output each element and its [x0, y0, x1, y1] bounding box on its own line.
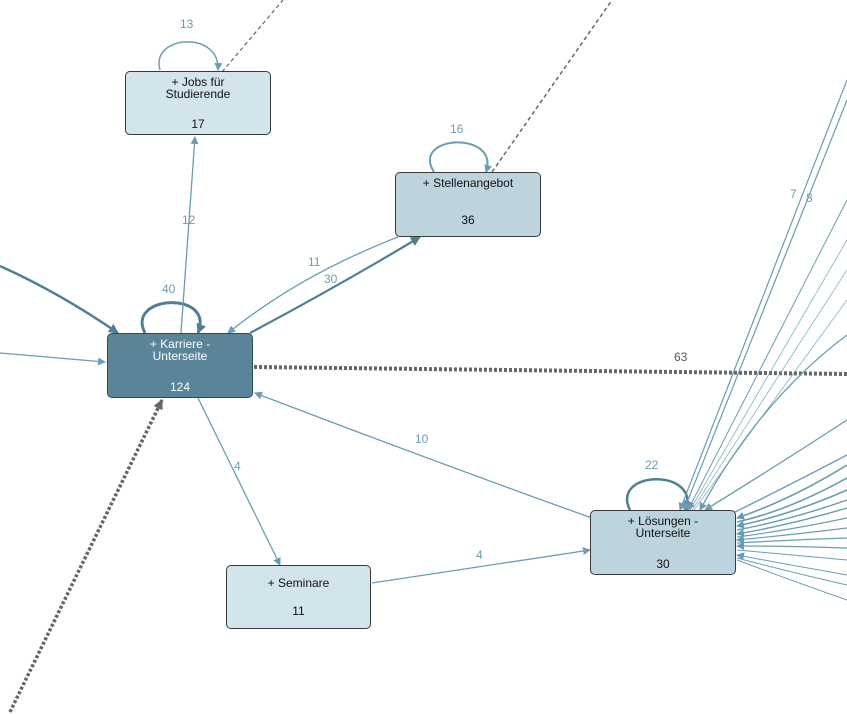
edge-left-to-karriere-thin[interactable]	[0, 352, 106, 366]
label-incoming-7: 7	[790, 187, 797, 201]
label-loesungen-to-karriere: 10	[415, 432, 429, 446]
edge-stellen-self[interactable]	[429, 141, 492, 173]
edge-karriere-to-seminare[interactable]	[197, 397, 281, 566]
node-count: 124	[169, 380, 191, 394]
label-karriere-self: 40	[162, 282, 176, 296]
node-count: 17	[191, 117, 205, 131]
edge-stellen-to-karriere[interactable]	[227, 236, 399, 334]
edge-karriere-self[interactable]	[140, 301, 206, 334]
label-stellen-self: 16	[450, 122, 464, 136]
edge-stellen-dotted-exit	[491, 0, 613, 173]
label-incoming-8: 8	[806, 191, 813, 205]
edge-karriere-to-offscreen[interactable]	[253, 365, 847, 376]
incoming-edges-top-right	[678, 79, 847, 513]
edge-loesungen-self[interactable]	[626, 478, 694, 511]
node-label: + Lösungen - Unterseite	[627, 514, 699, 540]
node-label: + Stellenangebot	[422, 176, 514, 190]
label-seminare-to-loesungen: 4	[476, 548, 483, 562]
edge-left-to-karriere-thick[interactable]	[0, 264, 119, 335]
node-label: + Seminare	[267, 576, 330, 590]
node-karriere-unterseite[interactable]: + Karriere - Unterseite 124	[107, 333, 253, 398]
node-label: + Karriere - Unterseite	[149, 337, 211, 363]
node-count: 36	[461, 213, 475, 227]
node-label: + Jobs für Studierende	[165, 75, 231, 101]
edge-jobs-self[interactable]	[158, 41, 223, 71]
label-karriere-to-seminare: 4	[234, 459, 241, 473]
edge-jobs-dotted-exit	[221, 0, 284, 73]
label-karriere-to-offscreen: 63	[674, 350, 688, 364]
node-jobs-fuer-studierende[interactable]: + Jobs für Studierende 17	[125, 71, 271, 135]
node-loesungen-unterseite[interactable]: + Lösungen - Unterseite 30	[590, 510, 736, 575]
label-stellen-to-karriere: 11	[308, 255, 321, 269]
node-stellenangebot[interactable]: + Stellenangebot 36	[395, 172, 541, 237]
node-seminare[interactable]: + Seminare 11	[226, 565, 371, 629]
label-loesungen-self: 22	[645, 458, 659, 472]
label-karriere-to-stellen: 30	[324, 272, 338, 286]
label-jobs-self: 13	[180, 17, 194, 31]
incoming-edges-right	[736, 464, 847, 601]
node-count: 30	[656, 557, 670, 571]
edge-karriere-to-jobs[interactable]	[180, 136, 199, 334]
edge-seminare-to-loesungen[interactable]	[371, 547, 591, 584]
edge-karriere-to-stellen[interactable]	[249, 236, 421, 334]
edge-loesungen-to-karriere[interactable]	[254, 391, 593, 519]
node-count: 11	[292, 604, 305, 618]
edge-offscreen-to-karriere[interactable]	[8, 399, 164, 713]
label-karriere-to-jobs: 12	[182, 213, 196, 227]
